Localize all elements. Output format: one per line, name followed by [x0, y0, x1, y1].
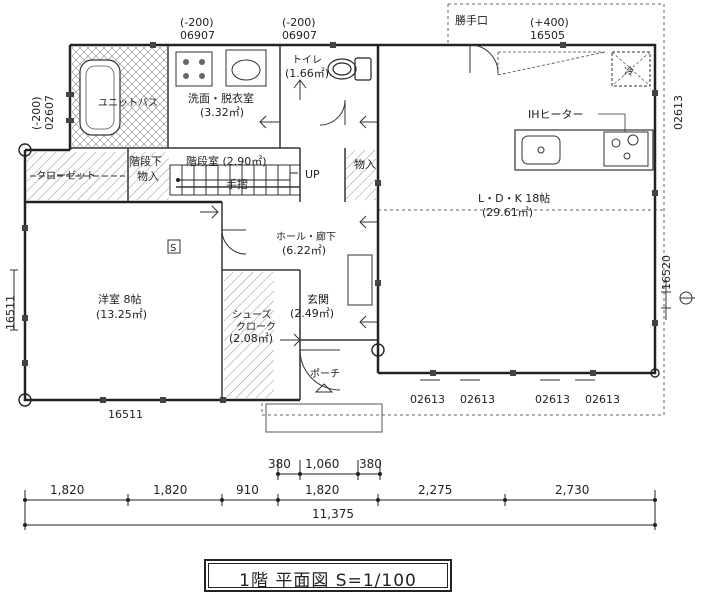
- shoe-cabinet: [347, 254, 373, 306]
- smoke-detector-icon: S: [167, 239, 181, 254]
- dim-sub-1: 380: [268, 457, 291, 471]
- label-shoe-closet-area: (2.08㎡): [229, 332, 273, 345]
- stair-start-marker: [176, 178, 180, 182]
- label-bath: ユニットバス: [98, 97, 158, 109]
- label-shoe-closet-1: シューズ: [232, 308, 272, 321]
- storage-area: [346, 150, 376, 200]
- label-under-stairs: 階段下: [129, 154, 162, 168]
- win-left-upper-offset: (-200): [30, 96, 43, 130]
- staircase: [169, 164, 301, 196]
- label-ldk-area: (29.61㎡): [482, 206, 533, 219]
- label-entrance: 玄関: [307, 292, 329, 306]
- dimension-dots: [23, 472, 657, 527]
- win-bottom-left-code: 16511: [108, 408, 143, 421]
- win-right-upper-code: 02613: [672, 95, 685, 130]
- win-top-left-code: 06907: [180, 29, 215, 42]
- label-fridge: 冷: [624, 65, 634, 78]
- label-hall: ホール・廊下: [276, 230, 336, 243]
- label-ih-heater: IHヒーター: [528, 108, 584, 121]
- label-entrance-area: (2.49㎡): [290, 307, 334, 320]
- ih-cooktop: [603, 131, 649, 167]
- label-toilet: トイレ: [292, 55, 322, 66]
- washer-knob-4: [199, 73, 205, 79]
- win-top-mid-code: 06907: [282, 29, 317, 42]
- label-western-room: 洋室 8帖: [98, 292, 142, 306]
- hose-tap: [679, 291, 695, 305]
- kitchen-counter: [514, 129, 654, 171]
- win-right-lower-code: 16520: [660, 255, 673, 290]
- sliding-door-arrows: [200, 79, 378, 393]
- label-shoe-closet-2: クローク: [236, 321, 276, 333]
- drawing-title-box: 1階 平面図 S=1/100: [204, 559, 452, 592]
- dim-total: 11,375: [312, 507, 354, 521]
- washer-knob-1: [183, 59, 189, 65]
- label-porch: ポーチ: [310, 368, 340, 380]
- win-top-right-offset: (+400): [530, 16, 569, 29]
- sink-drain: [537, 146, 545, 154]
- win-left-upper-code: 02607: [43, 95, 56, 130]
- window-markers: [10, 269, 671, 381]
- label-kitchen-door: 勝手口: [455, 13, 488, 27]
- win-top-right-code: 16505: [530, 29, 565, 42]
- win-left-lower-code: 16511: [4, 295, 17, 330]
- win-bottom-3: 02613: [535, 393, 570, 406]
- toilet-fixture: [327, 57, 372, 81]
- washer-knob-2: [199, 59, 205, 65]
- label-washroom: 洗面・脱衣室: [188, 91, 254, 105]
- drawing-title: 1階 平面図 S=1/100: [239, 571, 417, 591]
- label-handrail: 手摺: [226, 177, 248, 191]
- dim-seg-2: 1,820: [153, 483, 187, 497]
- floor-plan-drawing: ユニットバス 洗面・脱衣室 (3.32㎡) トイレ (1.66㎡) クローゼット…: [4, 3, 695, 530]
- under-stairs-area: [129, 152, 169, 200]
- dim-seg-1: 1,820: [50, 483, 84, 497]
- upper-floor-outline: [261, 3, 665, 416]
- shoe-closet-area: [224, 272, 274, 398]
- dim-seg-5: 2,275: [418, 483, 452, 497]
- ih-burner-1: [611, 138, 621, 148]
- wall-posts: [22, 42, 658, 403]
- label-toilet-area: (1.66㎡): [285, 67, 329, 80]
- dim-seg-4: 1,820: [305, 483, 339, 497]
- label-closet: クローゼット: [36, 170, 96, 182]
- label-washroom-area: (3.32㎡): [200, 106, 244, 119]
- structural-columns: [18, 143, 660, 407]
- kitchen-sink: [521, 135, 561, 165]
- fridge-space: [611, 51, 651, 87]
- win-bottom-1: 02613: [410, 393, 445, 406]
- kitchen-upper-lines: [497, 51, 606, 76]
- label-under-stairs-storage: 物入: [137, 169, 159, 183]
- vanity-sink: [225, 49, 267, 87]
- ih-burner-3: [623, 152, 631, 160]
- vanity-basin: [231, 59, 261, 81]
- washer-knob-3: [183, 73, 189, 79]
- fridge-cross-b: [611, 51, 651, 87]
- door-swings: [221, 44, 499, 391]
- label-ldk: L・D・K 18帖: [478, 192, 550, 205]
- washing-machine: [175, 51, 213, 87]
- label-stairwell: 階段室 (2.90㎡): [186, 154, 267, 168]
- exterior-walls: [23, 43, 657, 402]
- dim-sub-3: 380: [359, 457, 382, 471]
- ih-burner-2: [627, 134, 639, 146]
- win-top-left-offset: (-200): [180, 16, 214, 29]
- stair-up-arrow: [178, 172, 298, 181]
- dim-seg-3: 910: [236, 483, 259, 497]
- win-bottom-4: 02613: [585, 393, 620, 406]
- win-bottom-2: 02613: [460, 393, 495, 406]
- win-top-mid-offset: (-200): [282, 16, 316, 29]
- label-western-room-area: (13.25㎡): [96, 308, 147, 321]
- dim-seg-6: 2,730: [555, 483, 589, 497]
- label-hall-area: (6.22㎡): [282, 244, 326, 257]
- label-storage: 物入: [354, 157, 376, 171]
- dim-sub-2: 1,060: [305, 457, 339, 471]
- bathtub-inner: [85, 65, 115, 130]
- label-up: UP: [305, 168, 320, 181]
- smoke-detector-label: S: [170, 243, 176, 254]
- porch-step: [265, 403, 383, 433]
- bathtub: [79, 59, 121, 136]
